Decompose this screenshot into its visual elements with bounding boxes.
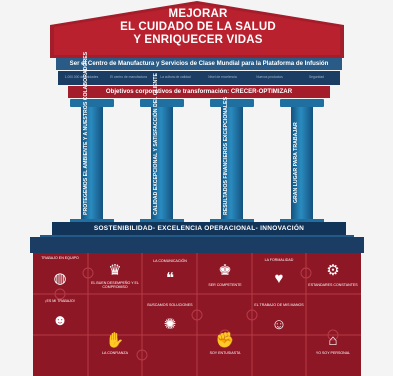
value-label: SER COMPETENTE — [208, 283, 242, 287]
heart-icon: ♥ — [274, 270, 284, 287]
mini-item: Nuevos productos — [256, 75, 283, 80]
value-label: EL BUEN DESEMPEÑO Y EL COMPROMISO — [91, 281, 139, 289]
roof-title-line1: MEJORAR — [168, 8, 228, 20]
roof-title: MEJORAR EL CUIDADO DE LA SALUD Y ENRIQUE… — [100, 8, 296, 47]
pillar-1-label: PROTEGEMOS EL AMBIENTE Y A NUESTROS COLA… — [83, 51, 89, 215]
value-label: LA COMUNICACIÓN — [153, 259, 187, 263]
value-label: ESTANDARES CONSTANTES — [308, 283, 358, 287]
house-icon: ⌂ — [328, 332, 338, 349]
mini-item: La cultura de calidad — [160, 75, 191, 80]
speech-icon: ❝ — [165, 270, 175, 287]
temple-roof — [50, 1, 344, 58]
pillar-3: RESULTADOS FINANCIEROS EXCEPCIONALES — [210, 97, 254, 225]
crown-icon: ♚ — [218, 262, 232, 279]
mini-item: 1.000.000 de unidades — [64, 75, 99, 80]
objectives-band: Objetivos corporativos de transformación… — [68, 86, 330, 98]
puzzle-lines — [33, 253, 361, 376]
value-label: LA FORMALIDAD — [264, 258, 294, 262]
mini-item: Seguridad — [308, 75, 325, 80]
value-label: EL TRABAJO DE MIS MANOS — [254, 303, 304, 307]
muscle-icon: ✊ — [215, 332, 235, 349]
foundation-band: SOSTENIBILIDAD- EXCELENCIA OPERACIONAL- … — [52, 222, 346, 235]
gear-icon: ⚙ — [326, 262, 340, 279]
mission-band: Ser el Centro de Manufactura y Servicios… — [56, 58, 342, 70]
value-label: TRABAJO EN EQUIPO — [41, 256, 79, 260]
value-label: LA CONFIANZA — [102, 351, 128, 355]
person-icon: ☻ — [52, 312, 68, 329]
pillar-1: PROTEGEMOS EL AMBIENTE Y A NUESTROS COLA… — [70, 51, 114, 225]
globe-icon: ◍ — [53, 270, 67, 287]
mini-item: El centro de manufactura — [110, 75, 147, 80]
pillar-2: CALIDAD EXCEPCIONAL Y SATISFACCIÓN DEL C… — [140, 73, 184, 225]
roof-title-line3: Y ENRIQUECER VIDAS — [133, 34, 263, 46]
trophy-icon: ♛ — [108, 262, 122, 279]
value-label: ¡ES MI TRABAJO! — [45, 299, 75, 303]
lightbulb-icon: ✺ — [163, 316, 177, 333]
roof-title-line2: EL CUIDADO DE LA SALUD — [120, 21, 276, 33]
plinth — [30, 237, 364, 253]
pillar-3-label: RESULTADOS FINANCIEROS EXCEPCIONALES — [223, 97, 229, 215]
value-label: YO SOY PERSONAL — [315, 351, 351, 355]
pillar-2-label: CALIDAD EXCEPCIONAL Y SATISFACCIÓN DEL C… — [153, 73, 159, 215]
mini-items-row: 1.000.000 de unidades El centro de manuf… — [58, 71, 340, 85]
value-label: BUSCAMOS SOLUCIONES — [147, 303, 193, 307]
pillar-4-label: GRAN LUGAR PARA TRABAJAR — [293, 122, 299, 204]
pillar-4: GRAN LUGAR PARA TRABAJAR — [280, 99, 324, 225]
face-icon: ☺ — [271, 316, 287, 333]
values-puzzle: TRABAJO EN EQUIPO ◍ EL BUEN DESEMPEÑO Y … — [33, 253, 361, 376]
handshake-icon: ✋ — [105, 332, 125, 349]
value-label: SOY ENTUSIASTA — [209, 351, 241, 355]
mini-item: Nivel de excelencia — [208, 75, 237, 80]
